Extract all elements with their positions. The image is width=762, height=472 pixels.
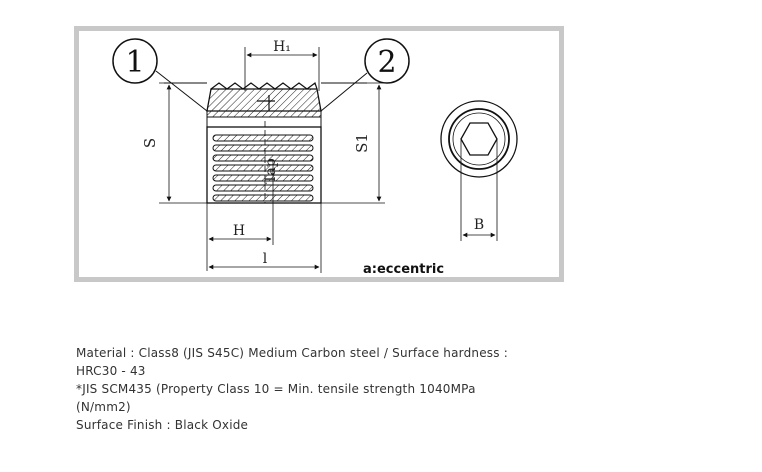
insert-top-view — [440, 100, 518, 178]
b-label: B — [474, 217, 484, 233]
s1-label: S1 — [353, 133, 371, 153]
s-label: S — [141, 138, 159, 148]
brand-label: a:eccentric — [363, 262, 444, 277]
l-label: l — [263, 251, 268, 267]
spec-line-hardness: HRC30 - 43 — [76, 364, 146, 378]
spec-line-material: Material : Class8 (JIS S45C) Medium Carb… — [76, 346, 508, 360]
insert-drawing-svg: 1 2 — [112, 38, 518, 277]
h-label: H — [233, 223, 245, 239]
spec-line-units: (N/mm2) — [76, 400, 131, 414]
callout-2-label: 2 — [377, 45, 396, 80]
callout-1-label: 1 — [125, 45, 144, 80]
callout-2: 2 — [320, 38, 410, 112]
dimension-s: S — [141, 82, 207, 204]
dimension-b: B — [460, 139, 498, 241]
dimension-h1: H₁ — [244, 39, 320, 91]
insert-side-view: Tap — [206, 82, 322, 204]
spec-line-alt-material: *JIS SCM435 (Property Class 10 = Min. te… — [76, 382, 476, 396]
dimension-h: H — [206, 161, 274, 271]
dimension-l: l — [208, 203, 322, 273]
h1-label: H₁ — [273, 39, 291, 55]
dimension-s1: S1 — [321, 82, 385, 204]
callout-1: 1 — [112, 38, 208, 112]
spec-text: Material : Class8 (JIS S45C) Medium Carb… — [76, 344, 596, 434]
technical-drawing: 1 2 — [74, 26, 564, 282]
thread-size-label: Tap — [263, 158, 279, 184]
spec-line-finish: Surface Finish : Black Oxide — [76, 418, 249, 432]
thread-segments — [212, 134, 314, 202]
